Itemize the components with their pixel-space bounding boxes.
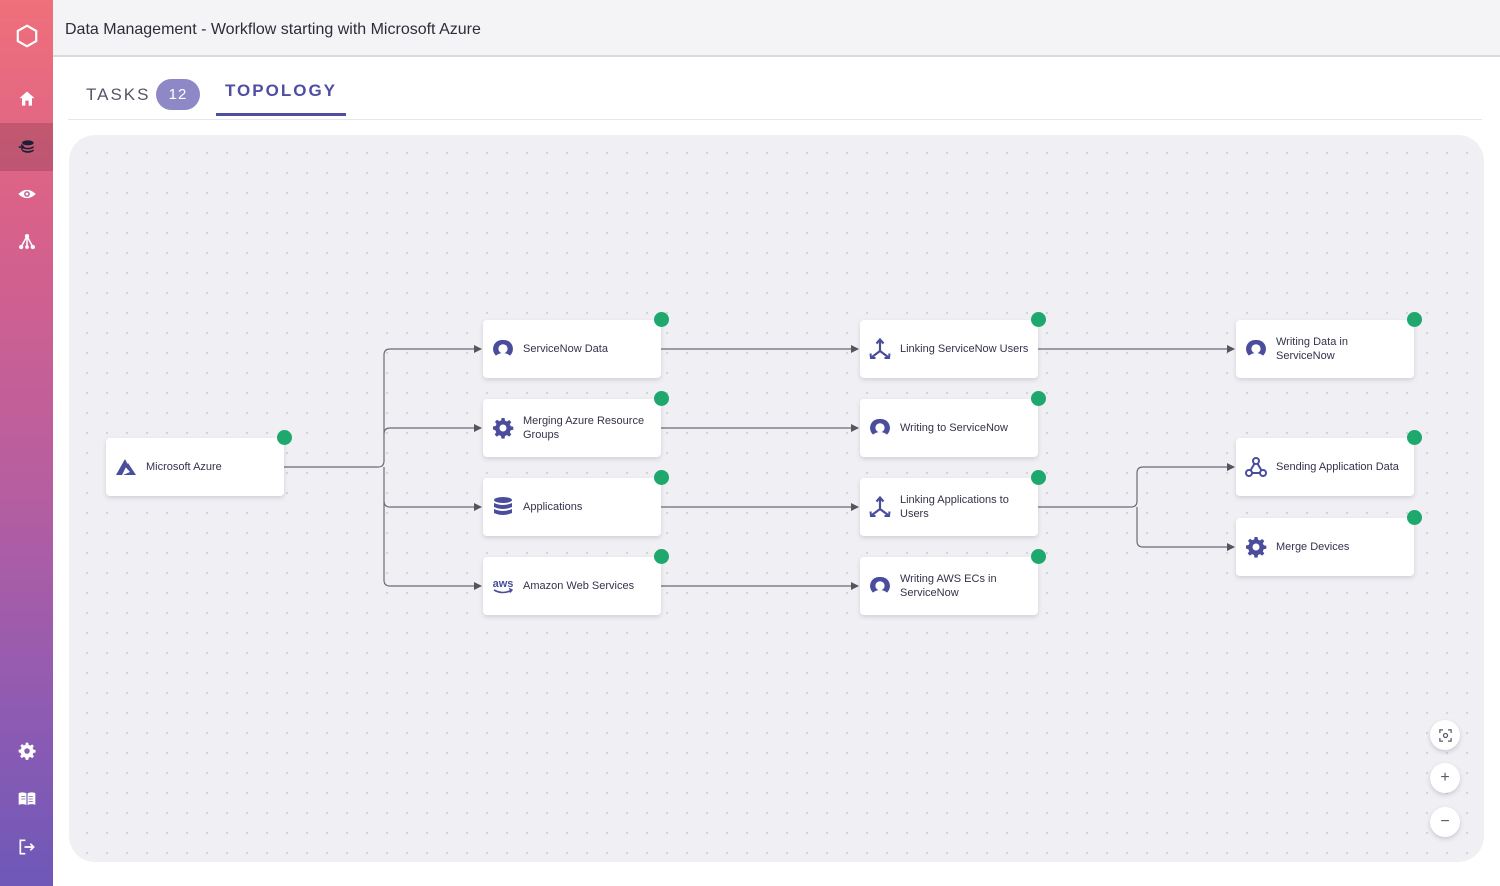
tab-topology[interactable]: TOPOLOGY bbox=[216, 75, 346, 116]
aws-icon: aws bbox=[491, 574, 515, 598]
book-icon[interactable] bbox=[0, 779, 53, 819]
azure-icon bbox=[114, 455, 138, 479]
status-indicator bbox=[654, 312, 669, 327]
node-microsoft-azure[interactable]: Microsoft Azure bbox=[106, 430, 292, 496]
status-indicator bbox=[1031, 312, 1046, 327]
fit-view-button[interactable] bbox=[1430, 720, 1460, 750]
node-label: Amazon Web Services bbox=[523, 580, 635, 592]
sidebar bbox=[0, 0, 53, 886]
status-indicator bbox=[1031, 391, 1046, 406]
node-linking-servicenow-users[interactable]: Linking ServiceNow Users bbox=[860, 312, 1046, 378]
node-label: Writing AWS ECs in ServiceNow bbox=[900, 573, 997, 599]
eye-icon[interactable] bbox=[0, 174, 53, 214]
node-label: Merging Azure Resource Groups bbox=[523, 415, 645, 441]
node-merge-devices[interactable]: Merge Devices bbox=[1236, 510, 1422, 576]
servicenow-icon bbox=[1244, 337, 1268, 361]
status-indicator bbox=[654, 549, 669, 564]
tab-bar: TASKS 12 TOPOLOGY bbox=[68, 75, 1482, 120]
webhook-icon bbox=[1244, 455, 1268, 479]
status-indicator bbox=[1407, 510, 1422, 525]
node-writing-aws-ecs-in-servicenow[interactable]: Writing AWS ECs in ServiceNow bbox=[860, 549, 1046, 615]
node-amazon-web-services[interactable]: aws Amazon Web Services bbox=[483, 549, 669, 615]
tasks-count-badge[interactable]: 12 bbox=[156, 79, 200, 110]
logo-hexagon-icon[interactable] bbox=[0, 16, 53, 56]
servicenow-icon bbox=[868, 574, 892, 598]
merge-icon bbox=[868, 337, 892, 361]
zoom-out-button[interactable]: − bbox=[1430, 807, 1460, 837]
node-servicenow-data[interactable]: ServiceNow Data bbox=[483, 312, 669, 378]
servicenow-icon bbox=[491, 337, 515, 361]
fit-view-icon bbox=[1438, 728, 1452, 742]
node-applications[interactable]: Applications bbox=[483, 470, 669, 536]
node-label: ServiceNow Data bbox=[523, 343, 608, 355]
topology-canvas[interactable] bbox=[69, 135, 1484, 862]
gear-icon bbox=[491, 416, 515, 440]
servicenow-icon bbox=[868, 416, 892, 440]
node-label: Merge Devices bbox=[1276, 541, 1350, 553]
tab-tasks[interactable]: TASKS bbox=[86, 85, 151, 104]
node-writing-to-servicenow[interactable]: Writing to ServiceNow bbox=[860, 391, 1046, 457]
title-bar: Data Management - Workflow starting with… bbox=[53, 0, 1500, 57]
node-label: Microsoft Azure bbox=[146, 461, 222, 473]
node-label: Linking Applications to Users bbox=[900, 494, 1009, 520]
node-writing-data-in-servicenow[interactable]: Writing Data in ServiceNow bbox=[1236, 312, 1422, 378]
node-sending-application-data[interactable]: Sending Application Data bbox=[1236, 430, 1422, 496]
status-indicator bbox=[1407, 430, 1422, 445]
node-merging-azure-resource-groups[interactable]: Merging Azure Resource Groups bbox=[483, 391, 669, 457]
svg-text:aws: aws bbox=[493, 578, 514, 590]
database-icon bbox=[491, 495, 515, 519]
home-icon[interactable] bbox=[0, 79, 53, 119]
gear-icon bbox=[1244, 535, 1268, 559]
status-indicator bbox=[1407, 312, 1422, 327]
node-label: Writing to ServiceNow bbox=[900, 422, 1008, 434]
gear-icon[interactable] bbox=[0, 731, 53, 771]
node-label: Sending Application Data bbox=[1276, 461, 1399, 473]
status-indicator bbox=[654, 391, 669, 406]
status-indicator bbox=[654, 470, 669, 485]
data-stack-icon[interactable] bbox=[0, 123, 53, 171]
zoom-in-button[interactable]: + bbox=[1430, 763, 1460, 793]
status-indicator bbox=[1031, 549, 1046, 564]
window-title: Data Management - Workflow starting with… bbox=[65, 21, 481, 38]
logout-icon[interactable] bbox=[0, 827, 53, 867]
node-label: Applications bbox=[523, 501, 583, 513]
node-label: Writing Data in ServiceNow bbox=[1276, 336, 1348, 362]
node-label: Linking ServiceNow Users bbox=[900, 343, 1029, 355]
node-linking-applications-to-users[interactable]: Linking Applications to Users bbox=[860, 470, 1046, 536]
merge-icon bbox=[868, 495, 892, 519]
status-indicator bbox=[1031, 470, 1046, 485]
status-indicator bbox=[277, 430, 292, 445]
topology-icon[interactable] bbox=[0, 222, 53, 262]
